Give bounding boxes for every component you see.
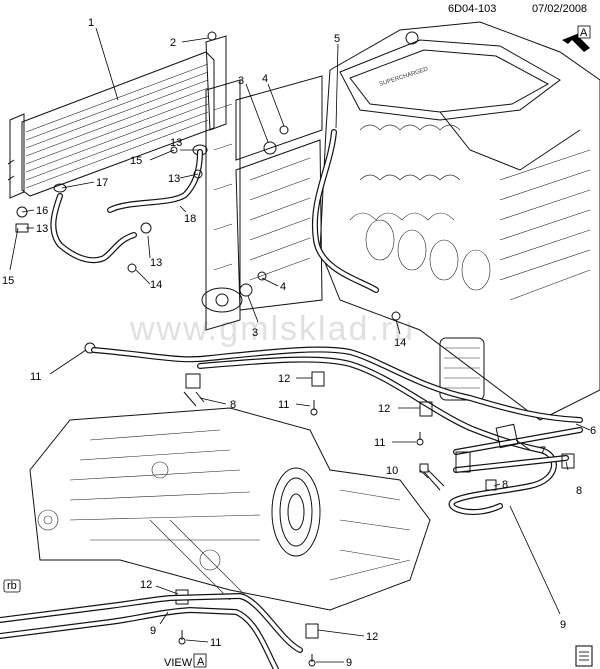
callout-11-b: 11: [374, 437, 385, 449]
callout-11-a: 11: [278, 399, 289, 411]
callout-14-left: 14: [150, 279, 162, 291]
watermark: www.gmlsklad.ru: [129, 310, 415, 348]
diagram-date: 07/02/2008: [532, 3, 587, 15]
radiator-support-frame: [201, 75, 323, 331]
cooler-lines-main: [91, 346, 583, 516]
callout-5: 5: [334, 33, 340, 45]
view-caption-letter: A: [197, 656, 205, 668]
view-caption-box: [193, 653, 207, 668]
corner-tag-box: [3, 579, 21, 593]
callout-12-a: 12: [278, 373, 290, 385]
callout-16: 16: [36, 205, 48, 217]
transmission-oil-cooler: [7, 35, 227, 199]
diagram-id: 6D04-103: [448, 3, 496, 15]
callout-14-right: 14: [394, 337, 406, 349]
hose-5: [311, 129, 379, 293]
callout-4-lower: 4: [280, 281, 286, 293]
leader-lines: [9, 27, 591, 663]
callout-13-mid: 13: [150, 257, 162, 269]
svg-text:SUPERCHARGED: SUPERCHARGED: [379, 66, 430, 88]
callout-11-d: 9: [346, 657, 352, 669]
callout-15-left: 15: [2, 275, 14, 287]
callout-8-c: 8: [502, 479, 508, 491]
callout-11-c: 11: [210, 637, 221, 649]
callout-12-b: 12: [378, 403, 390, 415]
callout-8-a: 8: [230, 399, 236, 411]
callout-12-c: 12: [140, 579, 152, 591]
view-caption: VIEW: [164, 657, 193, 669]
callout-18: 18: [184, 213, 196, 225]
callout-7: 7: [540, 445, 546, 457]
corner-tag: rb: [7, 580, 17, 592]
engine-assembly: SUPERCHARGED: [319, 21, 600, 421]
callout-2: 2: [170, 37, 176, 49]
callout-15-upper: 15: [130, 155, 142, 167]
callout-1: 1: [88, 17, 94, 29]
gm-stamp-icon: [575, 645, 593, 667]
callout-10: 10: [386, 465, 398, 477]
callout-13-left: 13: [36, 223, 48, 235]
callout-17: 17: [96, 177, 108, 189]
view-a-arrow-icon: A: [562, 25, 591, 52]
transmission-underbody-view: [29, 407, 431, 611]
svg-text:A: A: [580, 27, 588, 39]
callout-13-lower: 11: [30, 371, 41, 383]
callout-9-right: 9: [560, 619, 566, 631]
callout-12-d: 12: [366, 631, 378, 643]
callout-13-upper: 13: [168, 173, 180, 185]
callout-3-upper: 3: [238, 75, 244, 87]
callout-4-upper: 4: [262, 73, 268, 85]
callout-6: 6: [590, 425, 596, 437]
callout-3-lower: 3: [252, 327, 258, 339]
callout-16-upper: 13: [170, 137, 182, 149]
callout-8-b: 8: [576, 485, 582, 497]
bolts: [178, 400, 445, 667]
callout-9-left: 9: [150, 625, 156, 637]
